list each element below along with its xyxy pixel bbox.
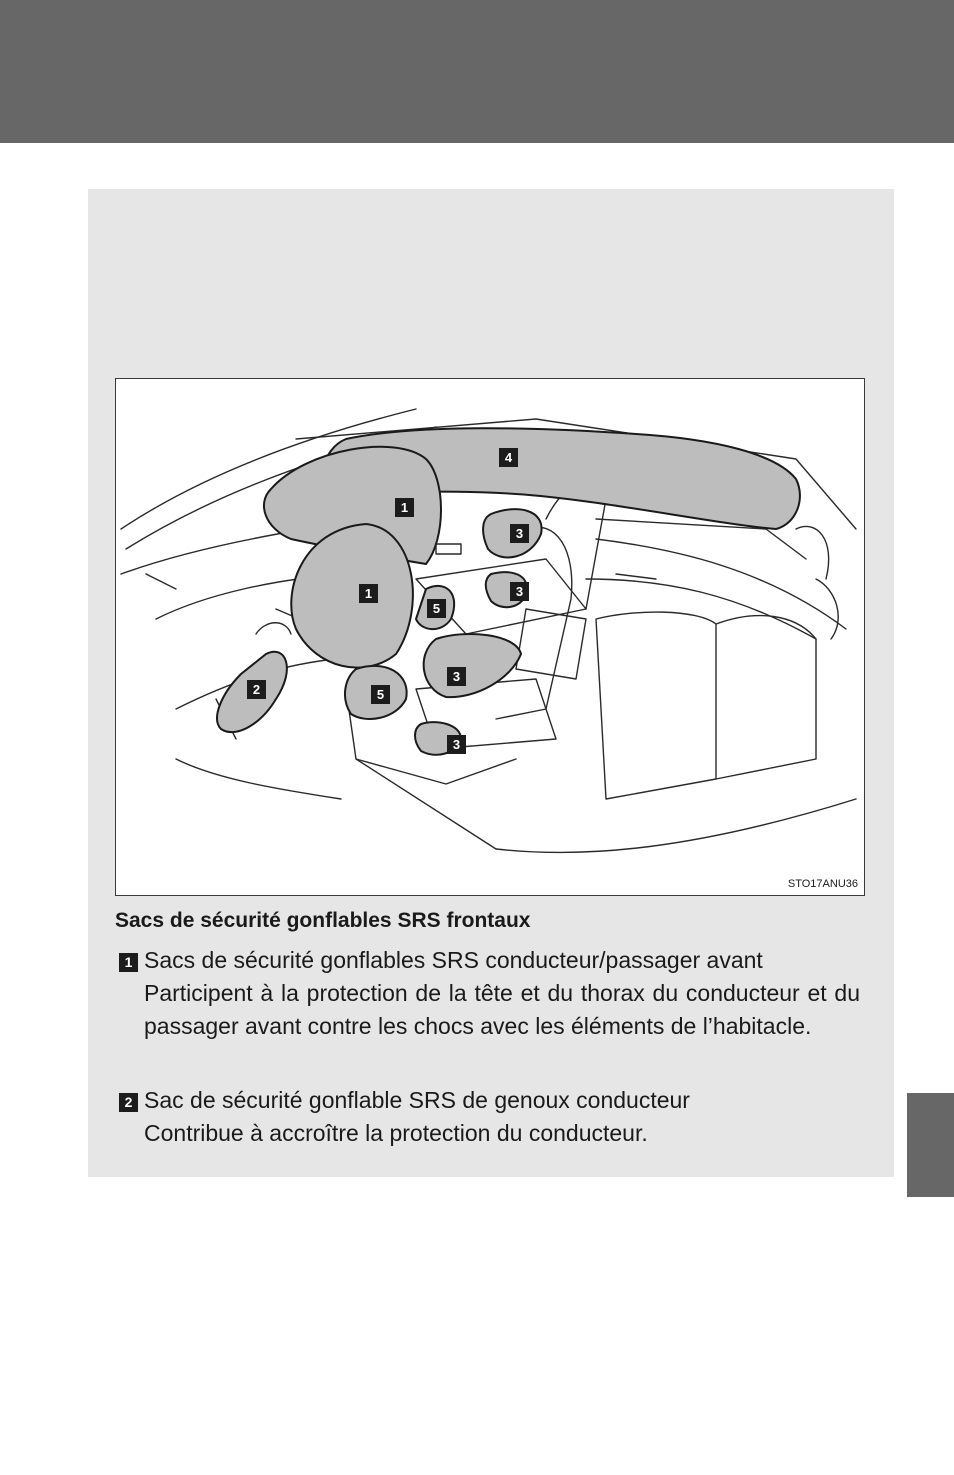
airbag-illustration: 4 1 1 2 3 3 3 3 5 5 STO17ANU36 — [115, 378, 865, 896]
item-title: Sacs de sécurité gonflables SRS conducte… — [144, 947, 763, 973]
callout-label: 5 — [433, 601, 440, 616]
item-description: Participent à la protection de la tête e… — [115, 977, 860, 1043]
callout-label: 1 — [365, 586, 372, 601]
callout-label: 2 — [253, 682, 260, 697]
item-number-badge: 1 — [119, 953, 138, 972]
callout-label: 3 — [516, 526, 523, 541]
callout-label: 1 — [401, 500, 408, 515]
figure-code: STO17ANU36 — [788, 878, 858, 890]
list-item: 1 Sacs de sécurité gonflables SRS conduc… — [115, 944, 860, 1043]
car-interior-drawing: 4 1 1 2 3 3 3 3 5 5 — [116, 379, 865, 896]
list-item: 2 Sac de sécurité gonflable SRS de genou… — [115, 1084, 860, 1150]
callout-label: 5 — [377, 687, 384, 702]
callout-label: 3 — [516, 584, 523, 599]
callout-label: 3 — [453, 737, 460, 752]
section-heading: Sacs de sécurité gonflables SRS frontaux — [115, 907, 875, 935]
item-title-line: 2 Sac de sécurité gonflable SRS de genou… — [115, 1084, 860, 1117]
item-description: Contribue à accroître la protection du c… — [115, 1117, 860, 1150]
section-tab — [907, 1093, 954, 1197]
item-title: Sac de sécurité gonflable SRS de genoux … — [144, 1087, 690, 1113]
callout-label: 3 — [453, 669, 460, 684]
item-number-badge: 2 — [119, 1093, 138, 1112]
callout-label: 4 — [505, 450, 513, 465]
item-title-line: 1 Sacs de sécurité gonflables SRS conduc… — [115, 944, 860, 977]
header-band — [0, 0, 954, 143]
